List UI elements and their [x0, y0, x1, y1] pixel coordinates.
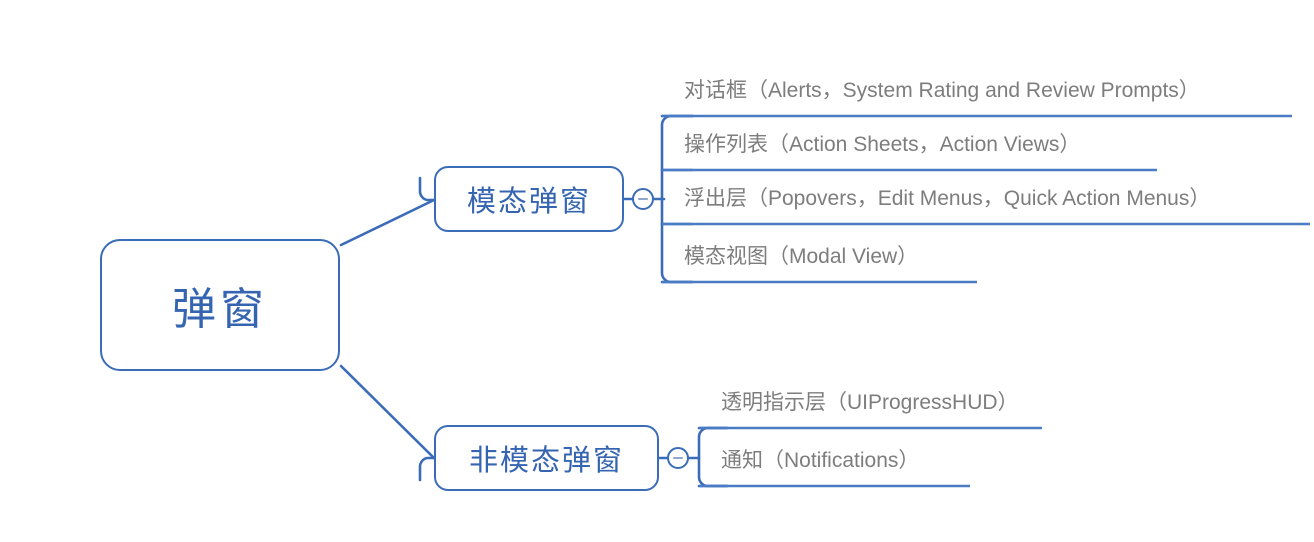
branch-node-modal-label: 模态弹窗	[466, 186, 591, 218]
edge-elbow-modal	[418, 176, 436, 202]
leaf-item-label: 模态视图（Modal View）	[684, 245, 919, 268]
minus-circle-icon[interactable]	[667, 447, 689, 469]
leaf-item[interactable]: 通知（Notifications）	[699, 450, 923, 478]
minus-glyph	[638, 198, 648, 200]
branch-node-nonmodal[interactable]: 非模态弹窗	[434, 425, 659, 491]
leaf-item-label: 通知（Notifications）	[721, 449, 920, 472]
root-node-label: 弹窗	[172, 285, 268, 334]
branch-node-nonmodal-label: 非模态弹窗	[468, 445, 624, 477]
leaf-item-label: 操作列表（Action Sheets，Action Views）	[684, 133, 1081, 156]
edge-elbow-nonmodal	[418, 456, 436, 482]
leaf-item-label: 对话框（Alerts，System Rating and Review Prom…	[684, 79, 1200, 102]
minus-circle-icon[interactable]	[632, 188, 654, 210]
leaf-item[interactable]: 操作列表（Action Sheets，Action Views）	[662, 134, 1084, 162]
leaf-item[interactable]: 对话框（Alerts，System Rating and Review Prom…	[662, 80, 1204, 108]
branch-node-modal[interactable]: 模态弹窗	[434, 166, 624, 232]
leaf-item-label: 透明指示层（UIProgressHUD）	[721, 391, 1019, 414]
edge-root-to-modal	[339, 198, 436, 247]
minus-glyph	[673, 457, 683, 459]
leaf-item[interactable]: 模态视图（Modal View）	[662, 246, 922, 274]
edge-root-to-nonmodal	[339, 364, 436, 460]
root-node[interactable]: 弹窗	[100, 239, 340, 371]
leaf-item[interactable]: 透明指示层（UIProgressHUD）	[699, 392, 1023, 420]
leaf-item[interactable]: 浮出层（Popovers，Edit Menus，Quick Action Men…	[662, 188, 1214, 216]
leaf-item-label: 浮出层（Popovers，Edit Menus，Quick Action Men…	[684, 187, 1211, 210]
